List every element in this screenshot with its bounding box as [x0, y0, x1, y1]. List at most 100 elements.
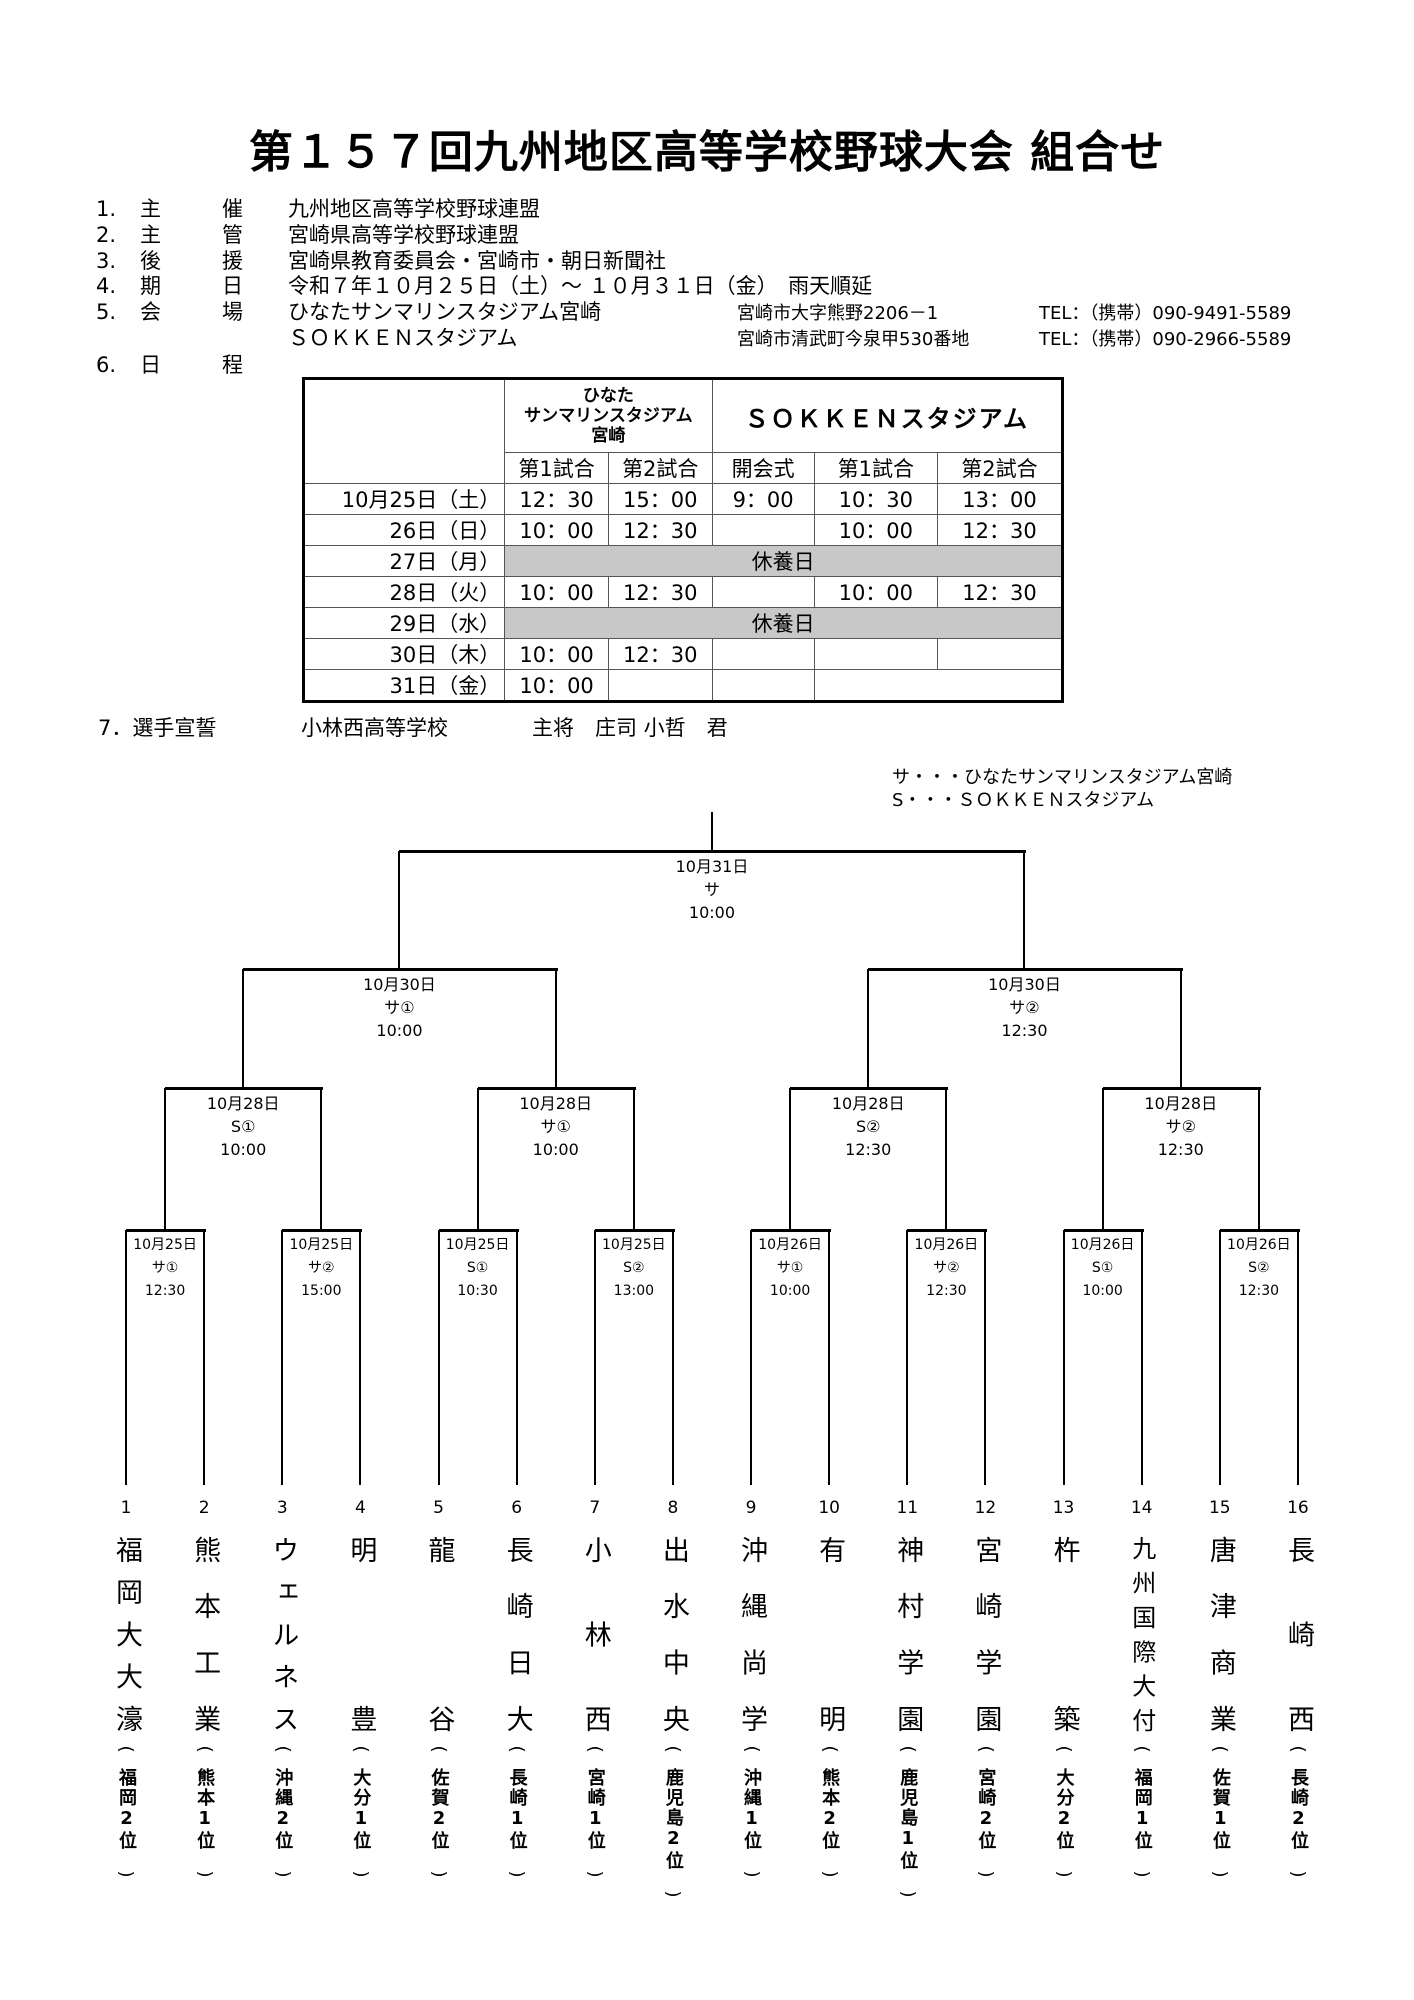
close-paren: ) — [194, 1870, 216, 1878]
team-prefecture: 福岡2位 — [116, 1768, 137, 1851]
bracket-line — [359, 1230, 362, 1485]
schedule-date: 30日（木） — [302, 638, 506, 670]
team-number: 5 — [433, 1498, 444, 1518]
open-paren: ( — [1131, 1745, 1153, 1753]
match-date: 10月25日 — [445, 1237, 510, 1253]
bracket-line — [906, 1230, 909, 1485]
team-prefecture-rank: ( 宮崎1位) — [580, 1738, 610, 1885]
bracket-line — [750, 1230, 753, 1485]
bracket-line — [1179, 969, 1182, 1088]
venue-tel: TEL：（携帯）090-9491-5589 — [1039, 303, 1292, 324]
team-name: 龍谷 — [423, 1536, 455, 1732]
info-label-2: 場 — [222, 300, 243, 324]
close-paren: ) — [584, 1870, 606, 1878]
team-number: 6 — [511, 1498, 523, 1518]
bracket-line — [1023, 851, 1026, 969]
corner-cell — [302, 378, 506, 484]
team-prefecture-rank: (鹿児島2位) — [658, 1738, 688, 1905]
team-prefecture-rank: (佐賀1位) — [1205, 1738, 1235, 1885]
oath-player: 主将 庄司 小哲 君 — [532, 716, 728, 740]
bracket-line — [710, 812, 713, 851]
schedule-cell: 10：00 — [504, 638, 609, 670]
team-prefecture-rank: (鹿児島1位) — [892, 1738, 922, 1905]
bracket-line — [1140, 1230, 1143, 1485]
team-prefecture: 大分1位 — [350, 1768, 372, 1851]
team-name: 九州国際大付 — [1127, 1536, 1156, 1732]
schedule-cell: 12：30 — [504, 483, 609, 515]
info-label-2: 援 — [222, 249, 243, 273]
match-date: 10月28日 — [831, 1094, 905, 1113]
team-prefecture: 長崎1位 — [506, 1768, 528, 1851]
team-prefecture-rank: (沖縄1位) — [736, 1738, 766, 1885]
schedule-cell: 10：00 — [504, 576, 609, 608]
match-date: 10月28日 — [206, 1094, 280, 1113]
bracket-line — [477, 1087, 636, 1090]
open-paren: ( — [584, 1745, 606, 1753]
open-paren: ( — [1209, 1745, 1231, 1753]
open-paren: ( — [741, 1745, 763, 1753]
venue-address: 宮崎市大字熊野2206－1 — [737, 303, 939, 324]
team-prefecture: 鹿児島1位 — [897, 1768, 919, 1871]
team-prefecture-rank: (福岡1位) — [1127, 1738, 1157, 1885]
schedule-cell — [711, 514, 815, 546]
open-paren: ( — [272, 1745, 294, 1753]
bracket-line — [398, 851, 401, 969]
match-time: 10:00 — [532, 1140, 579, 1159]
schedule-cell: 12：30 — [607, 638, 713, 670]
venue-address: 宮崎市清武町今泉甲530番地 — [737, 329, 970, 350]
close-paren: ) — [819, 1870, 841, 1878]
bracket-line — [243, 968, 558, 971]
schedule-date: 28日（火） — [302, 576, 506, 608]
venue2-header: ＳＯＫＫＥＮスタジアム — [711, 378, 1064, 453]
team-prefecture: 熊本2位 — [819, 1768, 841, 1851]
match-venue: サ② — [1165, 1117, 1196, 1136]
schedule-cell — [813, 669, 1064, 702]
info-value: 九州地区高等学校野球連盟 — [288, 197, 540, 221]
team-number: 4 — [354, 1498, 366, 1518]
bracket-line — [515, 1230, 518, 1485]
team-prefecture-rank: (熊本1位) — [189, 1738, 219, 1885]
subheader-cell: 開会式 — [711, 452, 815, 484]
close-paren: ) — [428, 1870, 450, 1878]
team-number: 1 — [120, 1498, 132, 1518]
team-number: 13 — [1052, 1498, 1075, 1518]
schedule-cell: 10：00 — [504, 514, 609, 546]
info-label-1: 後 — [140, 249, 161, 273]
bracket-line — [828, 1230, 831, 1485]
team-prefecture: 大分2位 — [1053, 1768, 1075, 1851]
match-time: 12:30 — [1001, 1021, 1048, 1040]
team-number: 2 — [198, 1498, 210, 1518]
schedule-cell — [936, 638, 1064, 670]
info-value: 宮崎県教育委員会・宮崎市・朝日新聞社 — [288, 249, 666, 273]
schedule-cell: 12：30 — [936, 576, 1064, 608]
team-name: 有明 — [814, 1536, 846, 1732]
open-paren: ( — [194, 1745, 216, 1753]
bracket-line — [320, 1088, 323, 1230]
bracket-line — [165, 1087, 324, 1090]
schedule-cell — [607, 669, 713, 702]
match-date: 10月26日 — [1227, 1237, 1291, 1253]
bracket-line — [1218, 1230, 1221, 1485]
subheader-cell: 第1試合 — [504, 452, 609, 484]
match-date: 10月25日 — [289, 1237, 354, 1253]
team-name: 小林西 — [579, 1536, 611, 1732]
team-prefecture: 沖縄2位 — [272, 1768, 294, 1851]
match-date: 10月28日 — [1144, 1094, 1218, 1113]
venue-legend: サ・・・ひなたサンマリンスタジアム宮崎 S・・・ＳＯＫＫＥＮスタジアム — [892, 766, 1232, 812]
schedule-cell: 10：00 — [504, 669, 609, 702]
bracket-line — [594, 1229, 675, 1232]
schedule-cell — [711, 638, 815, 670]
info-label-2: 日 — [222, 274, 243, 298]
team-number: 15 — [1208, 1498, 1231, 1518]
team-prefecture: 宮崎1位 — [584, 1768, 606, 1851]
close-paren: ) — [350, 1870, 372, 1878]
match-date: 10月26日 — [758, 1237, 822, 1253]
close-paren: ) — [272, 1870, 294, 1878]
